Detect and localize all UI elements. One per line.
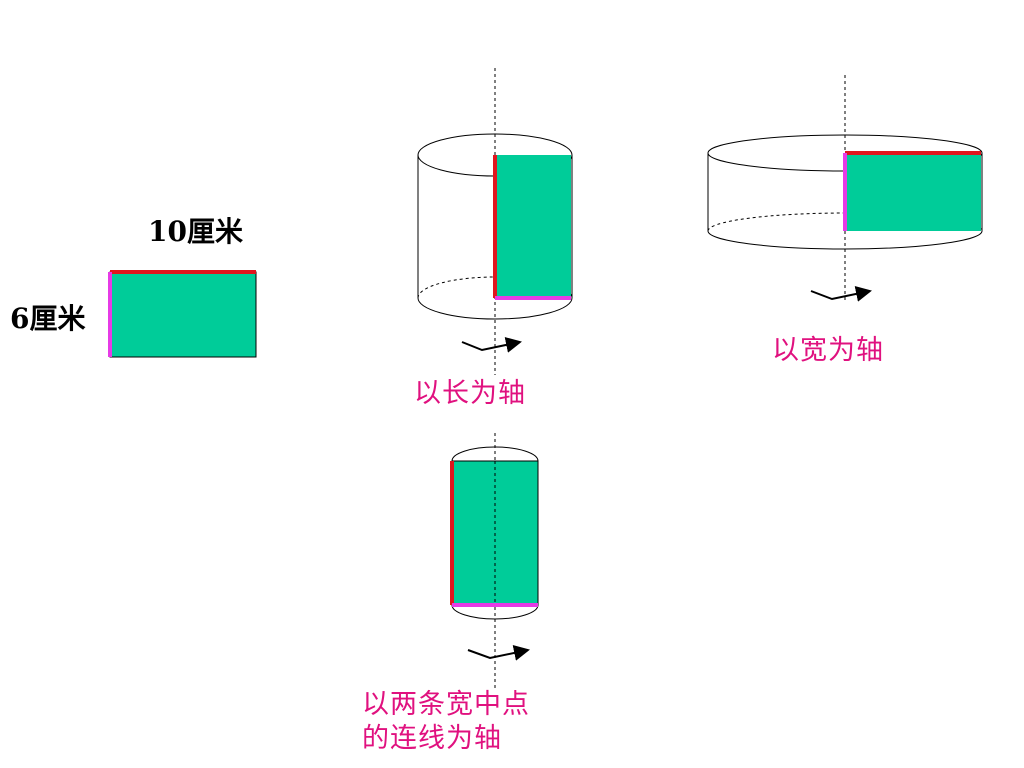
length-label: 10厘米 — [148, 215, 243, 248]
rotation-arrow-icon — [467, 645, 530, 661]
caption-midline-line1: 以两条宽中点 — [362, 689, 530, 720]
caption-midline-axis: 以两条宽中点 的连线为轴 — [362, 688, 592, 756]
width-label: 6厘米 — [10, 302, 86, 335]
caption-midline-line2: 的连线为轴 — [362, 723, 502, 754]
cylinder-midline-axis — [450, 433, 539, 690]
original-rectangle — [108, 270, 257, 358]
rotation-arrow-icon — [810, 286, 872, 302]
rotation-arrow-icon — [461, 337, 522, 353]
caption-length-axis: 以长为轴 — [414, 378, 526, 409]
caption-width-axis: 以宽为轴 — [772, 335, 884, 366]
cylinder-length-axis — [417, 68, 573, 375]
cylinder-width-axis — [707, 75, 983, 302]
